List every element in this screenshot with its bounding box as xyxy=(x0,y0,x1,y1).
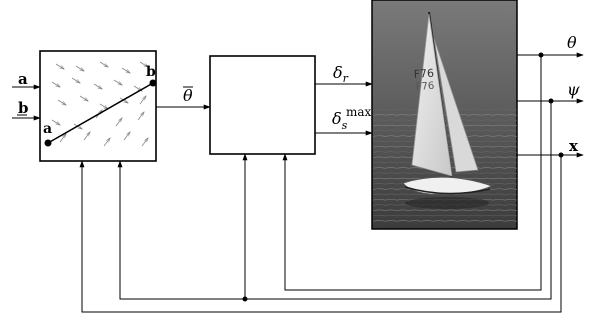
field-arrow xyxy=(99,103,108,109)
field-arrow xyxy=(57,99,66,105)
field-arrow xyxy=(83,132,90,141)
point-a-label: a xyxy=(43,121,52,137)
water-ripple xyxy=(372,108,518,111)
jib-sail xyxy=(433,37,479,173)
rudder-label: δr xyxy=(333,63,349,85)
point-b-label: b xyxy=(146,64,156,80)
field-arrow xyxy=(123,132,130,141)
heading-ref-label: θ xyxy=(183,86,193,105)
field-arrow xyxy=(141,138,148,147)
water-ripple xyxy=(372,114,518,116)
field-arrow xyxy=(93,83,102,89)
field-arrow xyxy=(75,65,84,71)
vector-field-block: a b xyxy=(39,50,157,162)
svg-text:F76: F76 xyxy=(415,81,434,93)
field-arrow xyxy=(113,79,122,85)
feedback-theta-path xyxy=(282,55,542,291)
mainsail xyxy=(411,13,453,177)
field-arrow xyxy=(139,96,146,105)
output-psi-label: ψ xyxy=(567,80,580,99)
water-ripple xyxy=(372,209,518,212)
controller-block xyxy=(209,55,316,155)
sailboat-photo: F76 F76 xyxy=(371,0,518,230)
water-ripple xyxy=(372,214,518,217)
field-arrow xyxy=(119,97,128,103)
field-arrow xyxy=(51,81,60,87)
svg-text:F76: F76 xyxy=(413,67,434,81)
field-arrow xyxy=(137,112,144,121)
sail-label: δs xyxy=(332,109,348,132)
feedback-psi-path xyxy=(117,101,552,300)
field-arrow xyxy=(99,61,108,67)
field-arrow xyxy=(55,63,64,69)
vector-field-arrows xyxy=(51,61,148,147)
output-theta-label: θ xyxy=(567,33,577,52)
feedback-x-path xyxy=(79,155,562,313)
field-arrow xyxy=(79,95,88,101)
field-arrow xyxy=(139,61,148,67)
input-a-label: a xyxy=(18,70,28,88)
point-a-dot xyxy=(44,139,52,147)
field-arrow xyxy=(59,134,66,143)
point-b-dot xyxy=(149,79,157,87)
input-b-label: b xyxy=(18,99,29,117)
field-arrow xyxy=(51,119,60,125)
field-arrow xyxy=(115,118,122,127)
field-arrow xyxy=(103,138,110,147)
field-arrow xyxy=(121,67,130,73)
line-segment-ab xyxy=(47,82,154,144)
water-ripple xyxy=(372,220,518,222)
sail-sup-label: max xyxy=(346,105,372,119)
field-arrow xyxy=(71,77,80,83)
water-ripple xyxy=(372,119,518,121)
output-x-label: x xyxy=(569,137,579,155)
